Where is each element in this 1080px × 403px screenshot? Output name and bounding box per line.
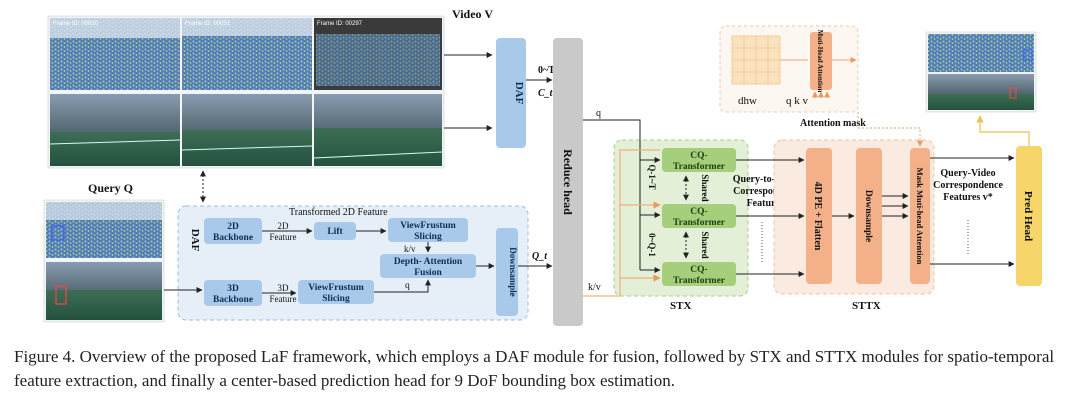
range-label: 0~T: [538, 65, 555, 76]
mask-attention-block: [910, 148, 930, 284]
figure-caption: Figure 4. Overview of the proposed LaF f…: [14, 347, 1055, 390]
multi-head-attention-label: Muti-Head Attention: [816, 30, 824, 93]
daf-video-label: DAF: [513, 82, 525, 105]
ct-label: C_t: [538, 88, 554, 99]
range-bottom-label: 0~Q-1: [647, 233, 657, 257]
query-images: [43, 199, 165, 323]
frame-id-2: Frame ID: 00051: [185, 21, 231, 27]
cq-transformer-3-label: CQ-Transformer: [673, 265, 726, 286]
pred-head-label: Pred Head: [1022, 191, 1034, 241]
depth-fusion-block: [380, 254, 476, 278]
viewfrustum-top-block: [388, 218, 468, 242]
video-frame-3: [313, 18, 443, 166]
video-frame-2: [181, 18, 313, 166]
kv-line: [583, 149, 660, 297]
transformed-feature-label: Transformed 2D Feature: [289, 207, 388, 218]
sttx-downsample-block: [856, 148, 882, 284]
daf-downsample-block: [496, 228, 518, 316]
qt-label: Q_t: [532, 251, 548, 262]
laf-framework-diagram: Frame ID: 00010 Frame ID: 00051 Frame ID…: [43, 7, 1042, 326]
video-label: Video V: [452, 7, 493, 21]
pe-flatten-label: 4D PE + Flatten: [812, 182, 823, 251]
shared-label-2: Shared: [700, 231, 710, 258]
stx-label: STX: [670, 300, 691, 312]
q-to-fusion-arrow: [374, 279, 431, 293]
backbone-2d-block: [204, 218, 262, 244]
frame-id-1: Frame ID: 00010: [53, 21, 99, 27]
cq-transformer-2: [662, 204, 736, 228]
cq-transformer-2-label: CQ-Transformer: [673, 207, 726, 228]
qkv-label: q k v: [786, 95, 809, 107]
cq-transformer-1: [662, 148, 736, 172]
attention-mask-label: Attention mask: [800, 118, 866, 129]
q-line: [583, 119, 641, 160]
lift-label: Lift: [327, 227, 343, 237]
q-label: q: [596, 108, 601, 119]
shared-label-1: Shared: [700, 174, 710, 201]
q-inner-label: q: [405, 281, 410, 291]
daf-video-block: [496, 38, 526, 148]
pred-head-block: [1016, 146, 1042, 286]
pe-flatten-block: [806, 148, 832, 284]
daf-downsample-label: Downsample: [508, 247, 518, 297]
cq-transformer-1-label: CQ-Transformer: [673, 151, 726, 172]
backbone-3d-block: [204, 280, 262, 306]
reduce-head-block: [553, 38, 583, 326]
multi-head-attention-block: [810, 32, 832, 90]
dhw-label: dhw: [738, 95, 757, 107]
daf-panel-label: DAF: [189, 229, 201, 252]
sttx-label: STTX: [852, 300, 881, 312]
dhw-grid: [731, 35, 781, 85]
kv-label: k/v: [588, 282, 601, 293]
viewfrustum-bottom-block: [298, 280, 374, 304]
frame-id-3: Frame ID: 00297: [317, 21, 363, 27]
cq-transformer-3: [662, 262, 736, 286]
video-frames: Frame ID: 00010 Frame ID: 00051 Frame ID…: [47, 15, 445, 169]
query-label: Query Q: [88, 181, 133, 195]
reduce-head-label: Reduce head: [561, 149, 575, 215]
sttx-downsample-label: Downsample: [863, 190, 873, 242]
output-image: [925, 31, 1037, 113]
range-top-label: Q-1~T: [647, 164, 657, 189]
mask-attention-label: Mask Muti-head Attention: [915, 168, 925, 265]
lift-block: [314, 222, 356, 240]
video-frame-1: [49, 18, 181, 166]
pred-to-output-arrow: [976, 115, 1030, 146]
mask-to-attention-arrow: [857, 112, 923, 147]
kv-inner-label: k/v: [404, 244, 416, 254]
